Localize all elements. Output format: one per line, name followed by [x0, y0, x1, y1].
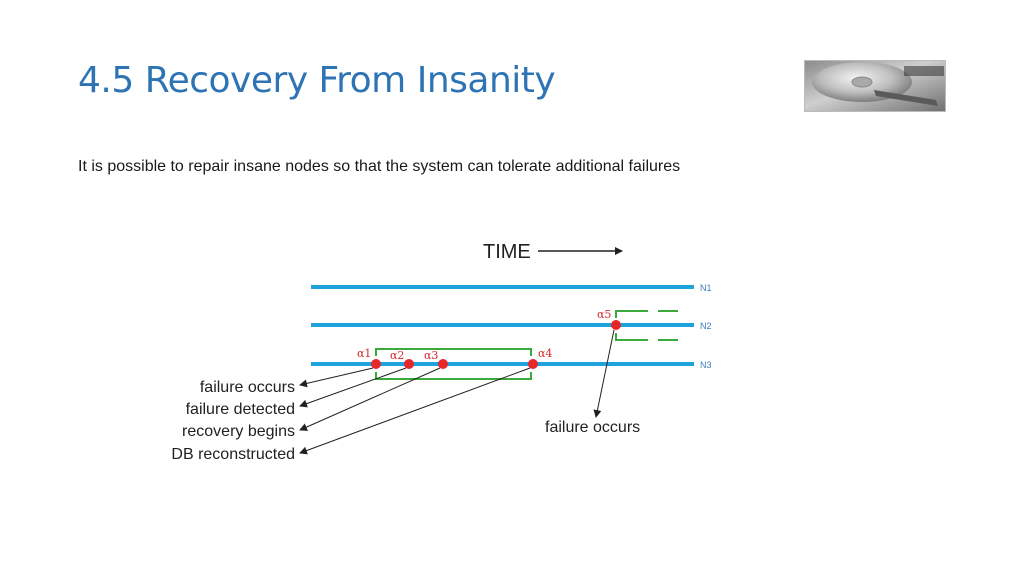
node-label-n3: N3 [700, 360, 712, 370]
leader-n2-failure [593, 329, 615, 418]
hard-drive-photo [804, 60, 946, 112]
marker-alpha1 [371, 359, 381, 369]
alpha-label-4: α4 [538, 347, 552, 360]
event-recovery-begins: recovery begins [182, 423, 295, 440]
bracket-bottom [375, 372, 532, 380]
marker-alpha2 [404, 359, 414, 369]
event-failure-occurs: failure occurs [200, 379, 295, 396]
bracket-n2-top [615, 310, 648, 318]
slide-subtitle: It is possible to repair insane nodes so… [78, 158, 681, 175]
node-label-n1: N1 [700, 283, 712, 293]
time-label: TIME [483, 241, 531, 263]
bracket-top [375, 348, 532, 356]
alpha-label-1: α1 [357, 347, 371, 360]
leader-failure-occurs [299, 367, 374, 388]
alpha-label-3: α3 [424, 349, 438, 362]
event-n2-failure-occurs: failure occurs [545, 419, 640, 436]
event-failure-detected: failure detected [186, 401, 295, 418]
node-label-n2: N2 [700, 321, 712, 331]
leader-recovery-begins [299, 367, 441, 431]
leader-db-reconstructed [299, 367, 531, 455]
marker-alpha4 [528, 359, 538, 369]
leader-failure-detected [299, 367, 407, 408]
event-db-reconstructed: DB reconstructed [171, 446, 295, 463]
alpha-label-2: α2 [390, 349, 404, 362]
bracket-n2-bottom [615, 333, 648, 341]
marker-alpha5 [611, 320, 621, 330]
slide-title: 4.5 Recovery From Insanity [78, 60, 556, 101]
alpha-label-5: α5 [597, 308, 611, 321]
marker-alpha3 [438, 359, 448, 369]
